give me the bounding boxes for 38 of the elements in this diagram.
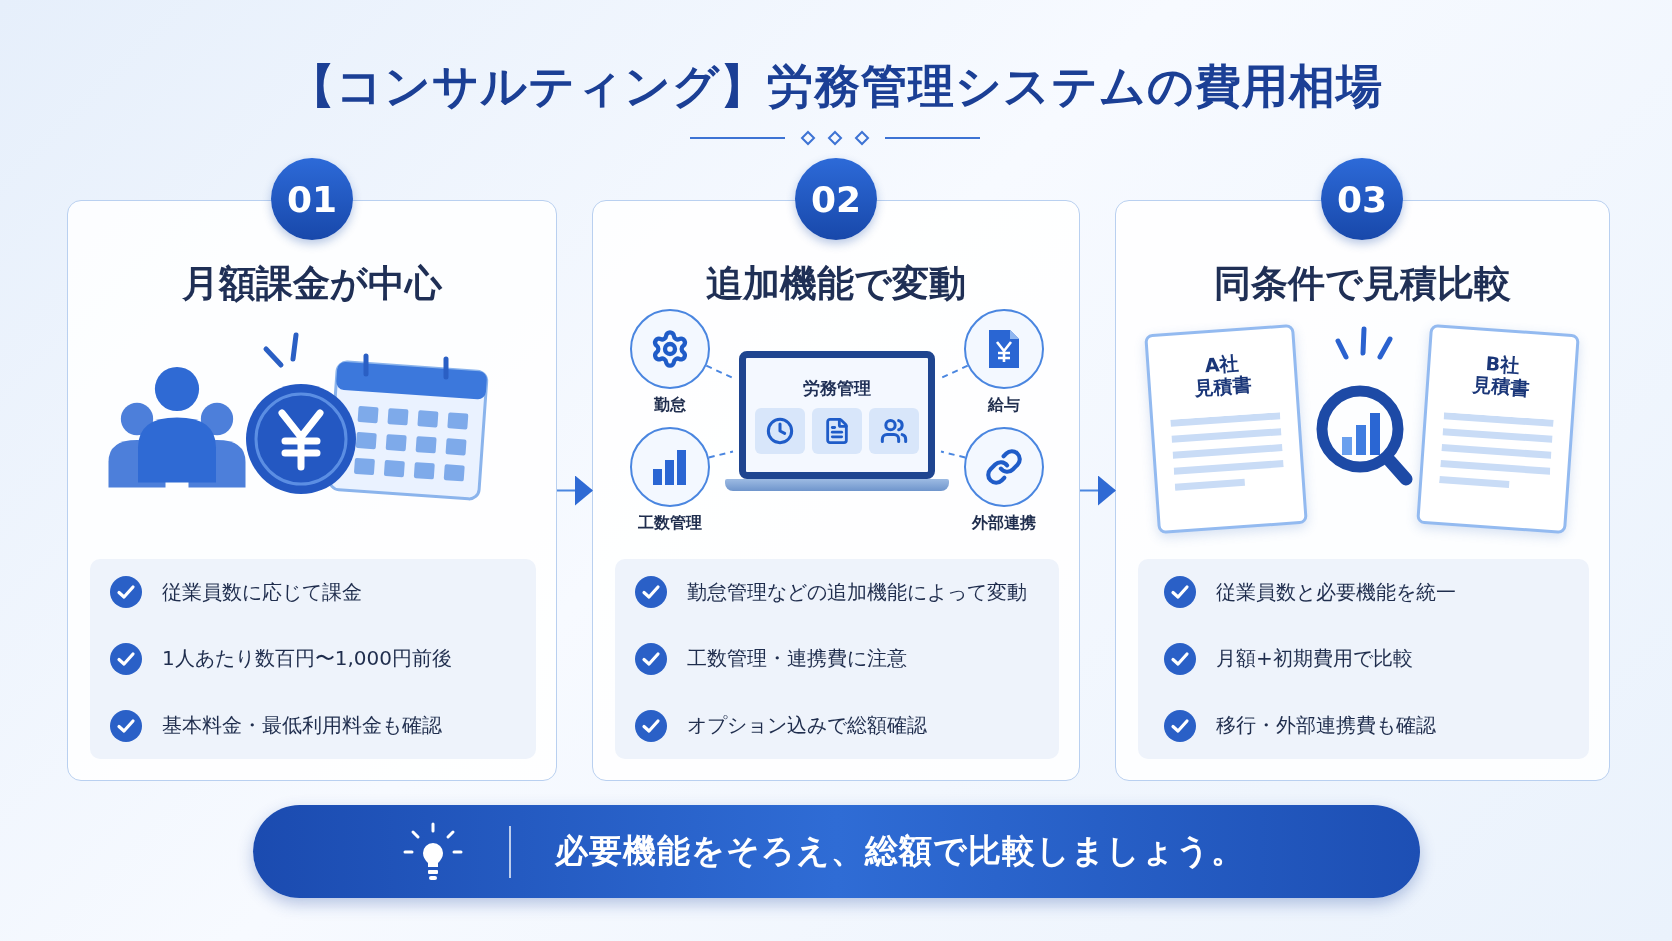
feature-label: 勤怠 <box>654 395 686 416</box>
card-heading: 追加機能で変動 <box>705 261 967 307</box>
dashed-connector <box>940 450 967 459</box>
checklist-item-text: 移行・外部連携費も確認 <box>1216 712 1436 740</box>
checklist-item-text: 月額+初期費用で比較 <box>1216 645 1413 673</box>
checklist-item-text: オプション込みで総額確認 <box>687 712 927 740</box>
feature-label: 給与 <box>988 395 1020 416</box>
feature-label: 外部連携 <box>972 513 1036 534</box>
arrow <box>1079 475 1116 506</box>
step-number-badge: 03 <box>1321 158 1403 240</box>
checklist-panel <box>90 559 536 759</box>
checklist-item-text: 従業員数に応じて課金 <box>162 578 362 606</box>
card-heading: 同条件で見積比較 <box>1213 261 1512 307</box>
checklist-item-text: 従業員数と必要機能を統一 <box>1216 578 1456 606</box>
checklist-panel <box>1138 559 1589 759</box>
document-title: 見積書 <box>1193 374 1253 400</box>
document-title: 見積書 <box>1471 374 1531 400</box>
arrow <box>556 475 593 506</box>
banner-text: 必要機能をそろえ、総額で比較しましょう。 <box>555 830 1245 872</box>
feature-label: 工数管理 <box>638 513 702 534</box>
dashed-connector <box>705 364 734 379</box>
screen-title: 労務管理 <box>803 376 871 400</box>
document-title: A社 <box>1203 353 1240 377</box>
checklist-item-text: 1人あたり数百円〜1,000円前後 <box>162 645 452 673</box>
summary-banner <box>253 805 1420 898</box>
dashed-connector <box>940 364 969 379</box>
checklist-panel <box>615 559 1059 759</box>
dashed-connector <box>707 450 734 459</box>
step-number-badge: 02 <box>795 158 877 240</box>
document-title: B社 <box>1485 353 1520 377</box>
checklist-item-text: 工数管理・連携費に注意 <box>687 645 907 673</box>
checklist-item-text: 基本料金・最低利用料金も確認 <box>162 712 442 740</box>
checklist-item-text: 勤怠管理などの追加機能によって変動 <box>687 578 1027 606</box>
card-heading: 月額課金が中心 <box>181 261 443 307</box>
quote-document <box>1144 324 1308 534</box>
page-title: 【コンサルティング】労務管理システムの費用相場 <box>288 58 1384 115</box>
step-number-badge: 01 <box>271 158 353 240</box>
quote-document <box>1416 324 1580 534</box>
